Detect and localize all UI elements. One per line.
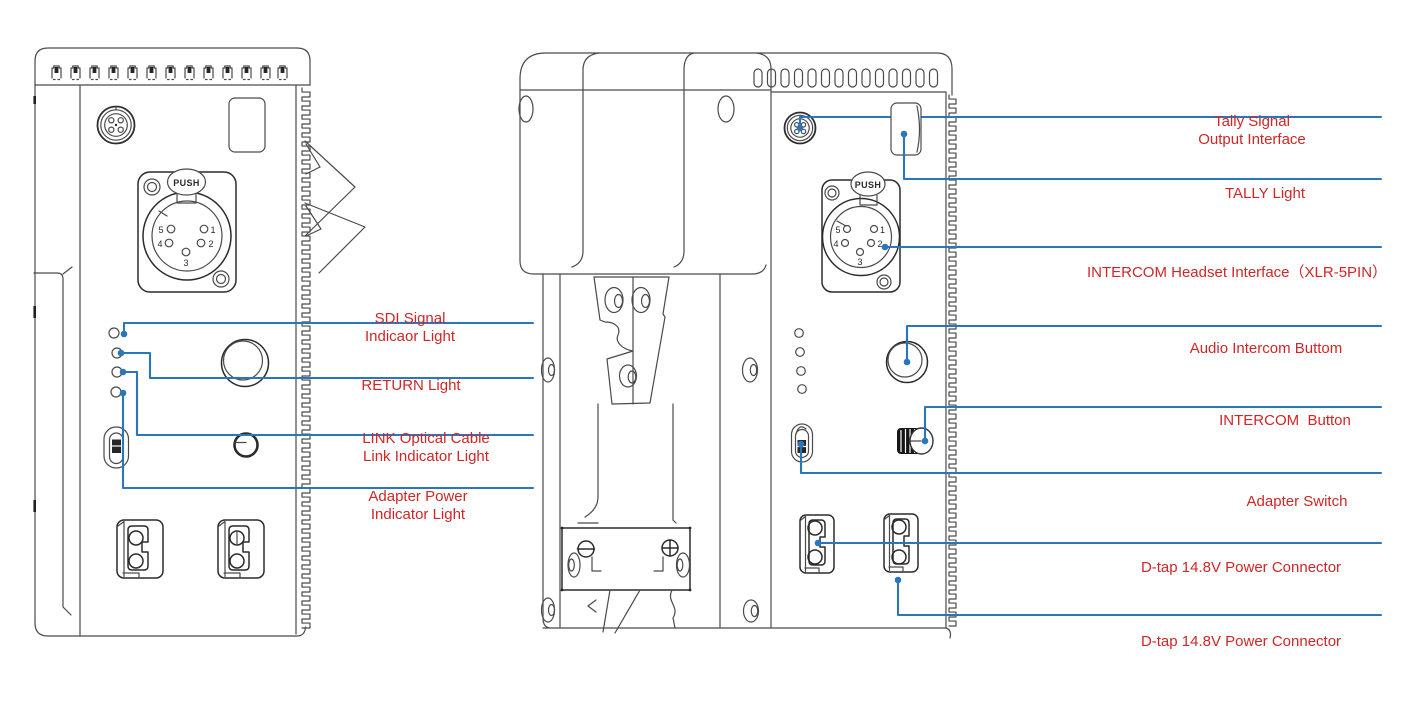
push-label: PUSH [855, 180, 882, 190]
callout-line-link [121, 370, 535, 437]
label-audio-intercom-button: Audio Intercom Buttom [1189, 340, 1343, 357]
right-panel-components: PUSH 5 1 4 2 3 [790, 171, 934, 574]
callout-line-return [119, 351, 535, 380]
pin-1-label: 1 [210, 225, 215, 235]
xlr-5pin-connector-left: PUSH 5 1 4 2 3 [137, 168, 237, 293]
label-adapter-switch: Adapter Switch [1246, 493, 1348, 510]
slide-switch-left [103, 426, 130, 469]
indicator-lights-right [794, 328, 807, 394]
left-panel-display-window [228, 97, 266, 153]
d-tap-connector-left-1 [116, 519, 164, 579]
left-panel-device: PUSH 5 1 4 2 3 [33, 47, 366, 637]
plate-hole-top-left [518, 95, 534, 123]
pin-5-label: 5 [158, 225, 163, 235]
callout-line-dtap-2 [896, 578, 1383, 617]
callout-line-tally-signal [798, 115, 1383, 130]
plate-bottom-details [587, 589, 676, 634]
plate-lobe-line-1 [571, 52, 600, 268]
callout-line-adapter-power [121, 391, 535, 490]
label-dtap-power-connector-1: D-tap 14.8V Power Connector [1140, 559, 1342, 576]
right-clip-row [753, 68, 939, 88]
indicator-lights-left [108, 327, 123, 398]
left-clip-row [51, 65, 288, 81]
pin-5-label: 5 [835, 225, 840, 235]
plate-lobe-line-2 [673, 52, 695, 268]
pin-2-label: 2 [877, 239, 882, 249]
pin-3-label: 3 [857, 257, 862, 267]
rail-holes [540, 357, 760, 623]
v-mount-plate-device [518, 52, 953, 634]
d-tap-right-2-contacts [891, 519, 907, 565]
callout-anchor-dots [117, 124, 929, 584]
d-tap-left-2-contacts [229, 530, 245, 569]
label-tally-light: TALLY Light [1224, 185, 1306, 202]
pin-4-label: 4 [157, 239, 162, 249]
left-panel-top-cap [34, 47, 311, 86]
callout-line-sdi [122, 321, 535, 336]
pin-2-label: 2 [208, 239, 213, 249]
push-label: PUSH [173, 178, 200, 188]
callout-line-audio-intercom [905, 324, 1383, 364]
left-panel-side-step [33, 266, 73, 616]
plate-right-edge [756, 52, 772, 629]
intercom-knob [897, 427, 934, 455]
right-serrated-edge [948, 94, 957, 627]
plate-rails [542, 273, 772, 629]
slotted-socket-left [233, 432, 259, 458]
d-tap-connector-left-2 [217, 519, 265, 579]
label-dtap-power-connector-2: D-tap 14.8V Power Connector [1140, 633, 1342, 650]
round-button-left [220, 338, 270, 388]
edge-chevron-marks [304, 140, 366, 274]
d-tap-left-1-contacts [128, 530, 144, 569]
callout-line-tally-light [902, 132, 1383, 181]
bottom-mount-box [560, 526, 692, 592]
plate-hump-outline [519, 78, 767, 275]
pin-1-label: 1 [880, 225, 885, 235]
label-intercom-headset-interface: INTERCOM Headset Interface（XLR-5PIN） [1086, 264, 1388, 281]
plate-top-edge [519, 52, 953, 80]
four-pin-connector-left [96, 105, 136, 145]
left-serrated-edge [301, 87, 311, 629]
v-lock-wedge [593, 276, 670, 405]
plate-center-channel [577, 403, 677, 524]
plate-hole-top-right [717, 95, 735, 123]
pin-3-label: 3 [183, 258, 188, 268]
label-intercom-button: INTERCOM Button [1219, 412, 1351, 429]
right-panel-bottom [771, 627, 952, 639]
callout-line-adapter-switch [799, 442, 1383, 475]
pin-4-label: 4 [833, 239, 838, 249]
left-panel-outline [34, 84, 307, 637]
xlr-5pin-connector-right: PUSH 5 1 4 2 3 [821, 171, 901, 293]
d-tap-right-1-contacts [807, 520, 823, 565]
tally-light [890, 102, 922, 156]
callout-lines [117, 124, 1383, 617]
label-return-light: RETURN Light [361, 377, 461, 394]
callout-line-intercom-button [923, 405, 1383, 443]
